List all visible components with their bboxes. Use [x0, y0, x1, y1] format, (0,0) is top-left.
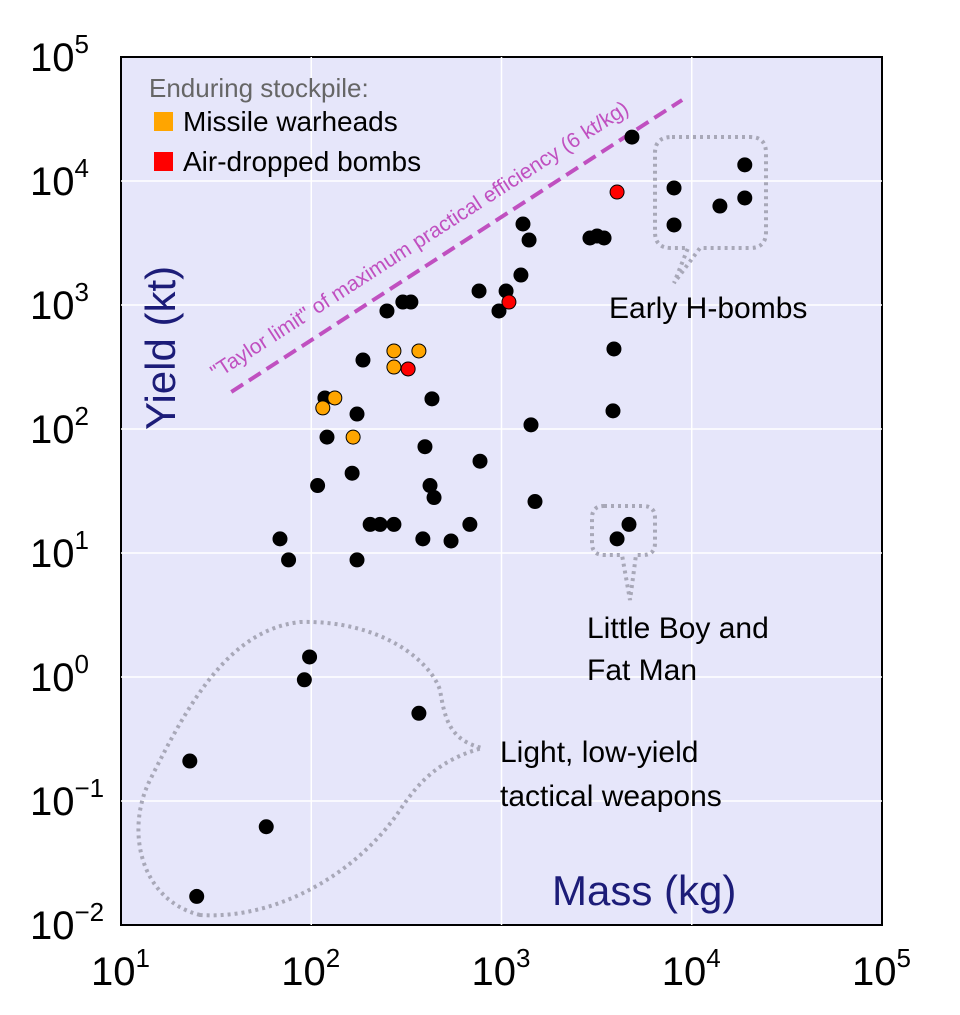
tick-labels: 101 102 103 104 105 105 104 103 102 101 100 10−1 10−… [30, 29, 911, 994]
y-tick-label: 101 [30, 525, 89, 576]
missile-warhead-point [327, 390, 343, 406]
legend-swatch-missile [154, 112, 173, 131]
data-point [609, 531, 625, 547]
taylor-limit-line [230, 98, 684, 394]
data-point [372, 516, 388, 532]
data-point [411, 705, 427, 721]
data-point [415, 531, 431, 547]
data-point [302, 649, 318, 665]
data-point [386, 516, 402, 532]
y-tick-label: 10−1 [30, 773, 104, 824]
data-point [462, 516, 478, 532]
data-point [182, 753, 198, 769]
data-point [344, 465, 360, 481]
data-point [621, 516, 637, 532]
h-bombs-outline [653, 135, 768, 285]
data-point [521, 232, 537, 248]
missile-warhead-point [345, 429, 361, 445]
data-point [281, 552, 297, 568]
data-point [424, 391, 440, 407]
data-point [319, 429, 335, 445]
y-tick-label: 100 [30, 649, 89, 700]
data-point [712, 198, 728, 214]
data-point [737, 190, 753, 206]
x-tick-label: 101 [91, 943, 150, 994]
y-tick-label: 105 [30, 29, 89, 80]
x-tick-label: 103 [472, 943, 531, 994]
air-dropped-bomb-point [501, 294, 517, 310]
data-point [272, 531, 288, 547]
data-point [513, 267, 529, 283]
data-point [606, 341, 622, 357]
missile-warhead-point [386, 343, 402, 359]
data-point [258, 819, 274, 835]
data-point [310, 478, 326, 494]
data-point [349, 552, 365, 568]
data-point [491, 303, 507, 319]
y-tick-label: 103 [30, 277, 89, 328]
data-point [515, 216, 531, 232]
y-axis-label: Yield (kt) [137, 266, 184, 430]
legend-label-bomb: Air-dropped bombs [183, 146, 421, 177]
x-axis-label: Mass (kg) [552, 867, 736, 914]
legend: Enduring stockpile: Missile warheads Air… [149, 73, 421, 177]
annotation-h-bombs: Early H-bombs [609, 292, 807, 325]
data-points [182, 129, 753, 904]
y-tick-label: 10−2 [30, 897, 104, 948]
data-point [737, 157, 753, 173]
data-point [355, 352, 371, 368]
data-point [189, 888, 205, 904]
y-tick-label: 102 [30, 401, 89, 452]
x-tick-label: 105 [852, 943, 911, 994]
air-dropped-bomb-point [609, 184, 625, 200]
data-point [527, 494, 543, 510]
data-point [417, 439, 433, 455]
data-point [443, 533, 459, 549]
y-tick-label: 104 [30, 153, 89, 204]
missile-warhead-point [315, 400, 331, 416]
grid-lines [121, 57, 882, 925]
missile-warhead-point [411, 343, 427, 359]
legend-title: Enduring stockpile: [149, 73, 369, 103]
x-tick-label: 102 [281, 943, 340, 994]
data-point [666, 180, 682, 196]
little-boy-outline [590, 504, 657, 601]
data-point [624, 129, 640, 145]
data-point [471, 283, 487, 299]
data-point [296, 672, 312, 688]
data-point [426, 490, 442, 506]
data-point [596, 230, 612, 246]
air-dropped-bomb-point [400, 361, 416, 377]
data-point [349, 406, 365, 422]
legend-swatch-bomb [154, 152, 173, 171]
data-point [605, 403, 621, 419]
legend-label-missile: Missile warheads [183, 106, 398, 137]
missile-warhead-point [386, 359, 402, 375]
data-point [666, 217, 682, 233]
data-point [523, 417, 539, 433]
data-point [403, 294, 419, 310]
x-tick-label: 104 [662, 943, 721, 994]
data-point [379, 303, 395, 319]
data-point [472, 453, 488, 469]
